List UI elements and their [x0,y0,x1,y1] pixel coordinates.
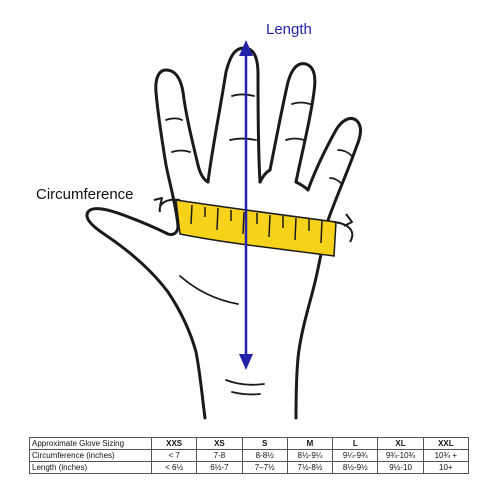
table-cell: 10+ [422,461,470,474]
table-cell: 8½-9½ [332,461,379,474]
table-cell: < 7 [150,449,198,462]
length-arrow [239,40,253,370]
size-column-header: L [332,437,379,450]
table-cell: 9¾-10¾ [377,449,424,462]
size-column-header: XXS [150,437,198,450]
hand-outline [85,46,362,420]
table-cell: 8½-9¼ [286,449,334,462]
size-column-header: XL [377,437,424,450]
table-cell: 7–7½ [241,461,288,474]
table-cell: 8-8½ [241,449,288,462]
size-column-header: S [241,437,288,450]
size-column-header: XS [196,437,243,450]
table-row: Length (inches) < 6½ 6½-7 7–7½ 7½-8½ 8½-… [29,461,470,474]
table-cell: 9½-10 [377,461,424,474]
table-header-row: Approximate Glove Sizing XXS XS S M L XL… [29,437,470,450]
table-cell: < 6½ [150,461,198,474]
table-cell: 7-8 [196,449,243,462]
table-cell: 6½-7 [196,461,243,474]
circumference-label: Circumference [36,186,134,203]
hand-measurement-diagram: Length Circumference [36,21,362,420]
table-header-label: Approximate Glove Sizing [29,437,152,450]
circumference-wrap-arrows [153,197,354,243]
size-column-header: M [286,437,334,450]
row-label: Length (inches) [29,461,152,474]
circumference-tape [175,199,337,257]
hand-creases [165,93,353,396]
table-cell: 10¾ + [422,449,470,462]
table-row: Circumference (inches) < 7 7-8 8-8½ 8½-9… [29,449,470,462]
table-cell: 7½-8½ [286,461,334,474]
glove-sizing-table: Approximate Glove Sizing XXS XS S M L XL… [29,437,470,474]
tape-tick-marks [190,204,323,244]
size-column-header: XXL [422,437,470,450]
length-label: Length [266,21,312,38]
row-label: Circumference (inches) [29,449,152,462]
table-cell: 9¼-9¾ [332,449,379,462]
